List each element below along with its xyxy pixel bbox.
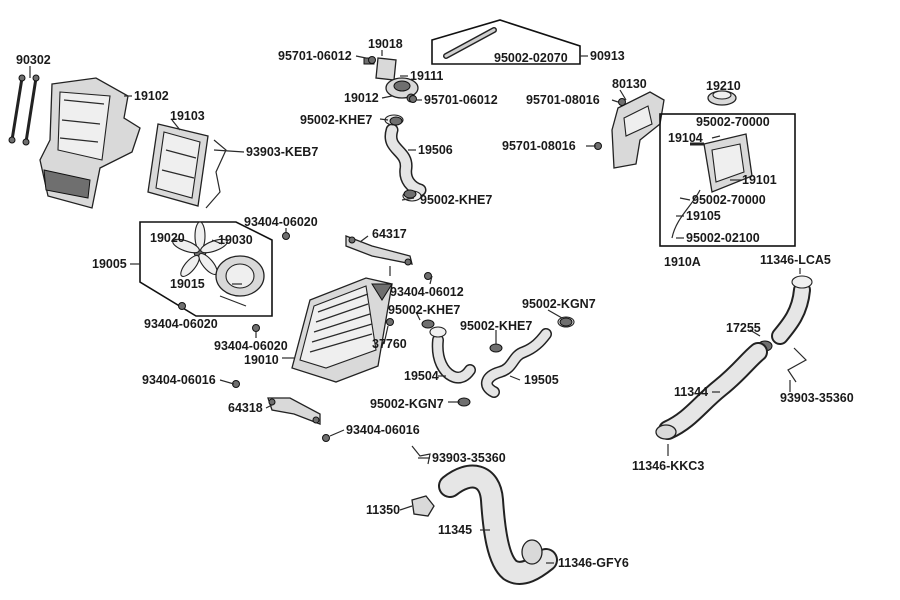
leader-lines bbox=[29, 50, 801, 564]
label-93404-06020-b: 93404-06020 bbox=[144, 317, 218, 331]
label-95002-kgn7-b: 95002-KGN7 bbox=[370, 397, 444, 411]
label-93404-06012: 93404-06012 bbox=[390, 285, 464, 299]
fan-shroud-19015-icon bbox=[215, 255, 265, 307]
label-1910a: 1910A bbox=[664, 255, 701, 269]
reservoir-bracket-80130-icon bbox=[611, 91, 665, 169]
label-95002-khe7-b: 95002-KHE7 bbox=[420, 193, 492, 207]
label-95002-02100: 95002-02100 bbox=[686, 231, 760, 245]
label-93404-06020-a: 93404-06020 bbox=[244, 215, 318, 229]
label-11350: 11350 bbox=[366, 503, 400, 517]
label-90913: 90913 bbox=[590, 49, 625, 63]
label-93404-06016-a: 93404-06016 bbox=[142, 373, 216, 387]
fan-blade-icon bbox=[172, 221, 228, 278]
label-11344: 11344 bbox=[674, 385, 708, 399]
label-19111: 19111 bbox=[410, 69, 443, 83]
box-19005 bbox=[139, 221, 273, 317]
label-19103: 19103 bbox=[170, 109, 205, 123]
label-95002-khe7-d: 95002-KHE7 bbox=[460, 319, 532, 333]
label-93404-06016-b: 93404-06016 bbox=[346, 423, 420, 437]
label-95002-khe7-a: 95002-KHE7 bbox=[300, 113, 372, 127]
label-19030: 19030 bbox=[218, 233, 253, 247]
label-37760: 37760 bbox=[372, 337, 407, 351]
hose-19504-icon bbox=[429, 326, 476, 384]
label-95002-70000-b: 95002-70000 bbox=[692, 193, 766, 207]
screen-19103-icon bbox=[147, 123, 209, 207]
label-93903-keb7: 93903-KEB7 bbox=[246, 145, 318, 159]
label-19005: 19005 bbox=[92, 257, 127, 271]
label-64317: 64317 bbox=[372, 227, 407, 241]
label-93903-35360-b: 93903-35360 bbox=[432, 451, 506, 465]
label-19102: 19102 bbox=[134, 89, 169, 103]
label-90302: 90302 bbox=[16, 53, 51, 67]
label-64318: 64318 bbox=[228, 401, 263, 415]
label-11346-lca5: 11346-LCA5 bbox=[760, 253, 831, 267]
label-95002-kgn7-a: 95002-KGN7 bbox=[522, 297, 596, 311]
label-19012: 19012 bbox=[344, 91, 379, 105]
label-11346-gfy6: 11346-GFY6 bbox=[558, 556, 629, 570]
label-19506: 19506 bbox=[418, 143, 453, 157]
hose-19506-icon bbox=[384, 114, 427, 202]
label-19105: 19105 bbox=[686, 209, 721, 223]
label-19015: 19015 bbox=[170, 277, 205, 291]
wire-93903-35360-right-icon bbox=[787, 347, 807, 383]
box-1910a bbox=[659, 113, 796, 247]
rod-90302-icon bbox=[8, 74, 40, 146]
label-95701-06012-a: 95701-06012 bbox=[278, 49, 352, 63]
clamp-11350-icon bbox=[411, 495, 435, 517]
label-95701-08016-a: 95701-08016 bbox=[526, 93, 600, 107]
label-11345: 11345 bbox=[438, 523, 472, 537]
label-93903-35360-a: 93903-35360 bbox=[780, 391, 854, 405]
part-labels: 90302 19102 19103 93903-KEB7 95701-06012… bbox=[16, 37, 854, 570]
pipe-11345-icon bbox=[438, 464, 558, 585]
label-95701-08016-b: 95701-08016 bbox=[502, 139, 576, 153]
label-19505: 19505 bbox=[524, 373, 559, 387]
label-19104: 19104 bbox=[668, 131, 703, 145]
cap-19210-icon bbox=[707, 90, 737, 106]
label-19210: 19210 bbox=[706, 79, 741, 93]
label-11346-kkc3: 11346-KKC3 bbox=[632, 459, 704, 473]
bracket-64317-icon bbox=[345, 235, 413, 266]
wire-93903-35360-lower-icon bbox=[411, 445, 431, 465]
wire-93903-keb7-icon bbox=[205, 139, 227, 209]
label-95002-02070: 95002-02070 bbox=[494, 51, 568, 65]
label-19101: 19101 bbox=[742, 173, 777, 187]
box-90913 bbox=[431, 19, 581, 65]
label-17255: 17255 bbox=[726, 321, 761, 335]
radiator-icon bbox=[291, 277, 393, 383]
label-93404-06020-c: 93404-06020 bbox=[214, 339, 288, 353]
label-19018: 19018 bbox=[368, 37, 403, 51]
label-19010: 19010 bbox=[244, 353, 279, 367]
label-95002-khe7-c: 95002-KHE7 bbox=[388, 303, 460, 317]
label-95701-06012-b: 95701-06012 bbox=[424, 93, 498, 107]
label-19504: 19504 bbox=[404, 369, 439, 383]
shroud-19102-icon bbox=[39, 77, 141, 209]
label-19020: 19020 bbox=[150, 231, 185, 245]
label-95002-70000-a: 95002-70000 bbox=[696, 115, 770, 129]
hose-11344-icon bbox=[655, 275, 813, 440]
label-80130: 80130 bbox=[612, 77, 647, 91]
bracket-64318-icon bbox=[267, 397, 321, 425]
